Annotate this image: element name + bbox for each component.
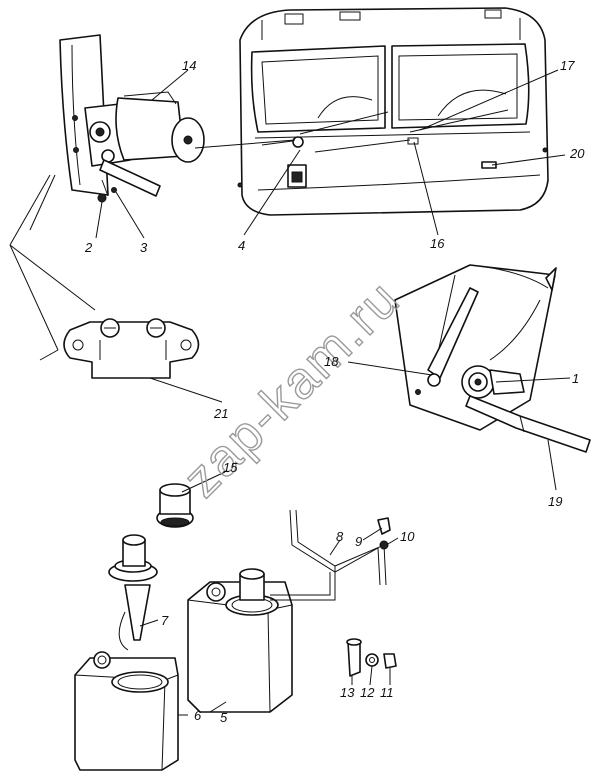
- callout-13: 13: [340, 685, 355, 700]
- callout-2: 2: [84, 240, 93, 255]
- callout-labels: 1 2 3 4 5 6 7 8 9 10 11 12 13 14 15 16 1…: [84, 58, 585, 725]
- washer-pump-15: [156, 483, 194, 528]
- fittings: [346, 517, 397, 677]
- wiper-pivot-left: [292, 136, 304, 148]
- watermark-text: zap-kam.ru: [172, 269, 411, 508]
- callout-6: 6: [194, 708, 202, 723]
- washer-tube-8: [270, 509, 387, 601]
- callout-17: 17: [560, 58, 575, 73]
- washer-10: [379, 540, 389, 550]
- callout-21: 21: [213, 406, 228, 421]
- callout-19: 19: [548, 494, 562, 509]
- wiper-motor-assembly: [59, 34, 205, 203]
- callout-8: 8: [336, 529, 344, 544]
- callout-5: 5: [220, 710, 228, 725]
- callout-7: 7: [161, 613, 169, 628]
- callout-1: 1: [572, 371, 579, 386]
- windshield-right: [391, 43, 530, 129]
- callout-3: 3: [140, 240, 148, 255]
- cab-front: [237, 7, 549, 216]
- leader-lines: [95, 69, 571, 716]
- nozzle-9: [377, 517, 391, 535]
- washer-reservoir-6: [74, 534, 179, 771]
- callout-20: 20: [569, 146, 585, 161]
- washer-reservoir-5: [187, 568, 293, 713]
- callout-15: 15: [223, 460, 238, 475]
- windshield-left: [250, 45, 386, 133]
- callout-9: 9: [355, 534, 362, 549]
- callout-4: 4: [238, 238, 245, 253]
- callout-12: 12: [360, 685, 375, 700]
- callout-10: 10: [400, 529, 415, 544]
- cap-11: [383, 653, 397, 669]
- callout-11: 11: [380, 685, 394, 700]
- wiper-linkage-detail: [394, 264, 591, 453]
- mount-pad-21: [9, 244, 200, 379]
- pump-7-stem: [124, 584, 151, 641]
- bolt-2: [97, 193, 107, 203]
- cab-indicator-20: [481, 161, 497, 169]
- nut-12: [365, 653, 379, 667]
- washer-3: [111, 187, 117, 193]
- nozzle-13: [347, 641, 361, 677]
- crank-arm: [99, 159, 161, 197]
- callout-18: 18: [324, 354, 339, 369]
- callout-14: 14: [182, 58, 196, 73]
- callout-16: 16: [430, 236, 445, 251]
- wiper-motor-14-body: [115, 97, 185, 161]
